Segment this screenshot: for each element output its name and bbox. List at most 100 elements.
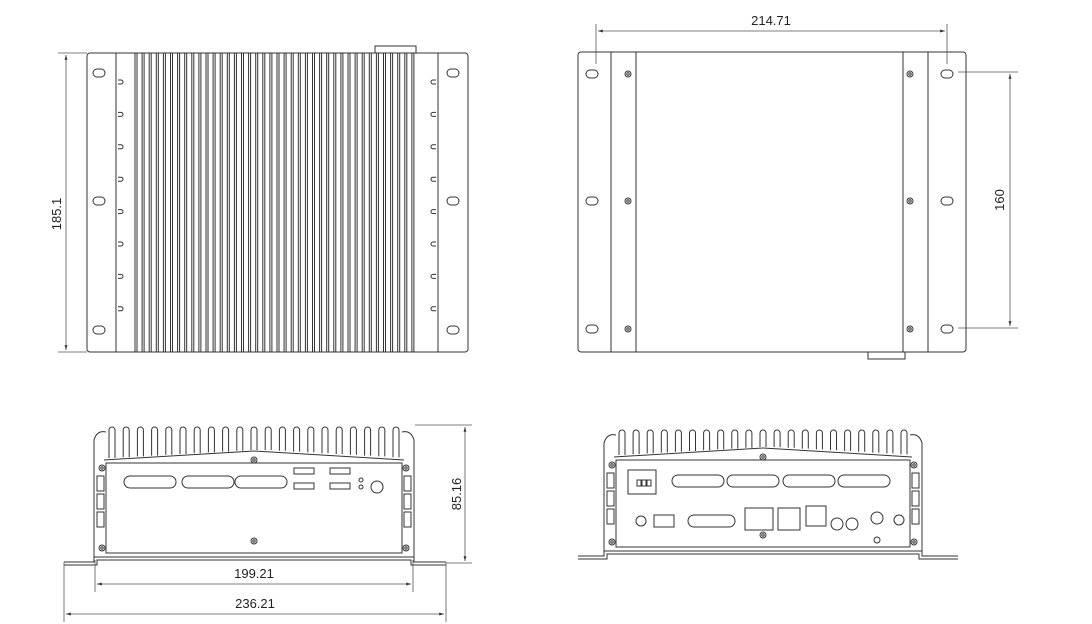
screw — [906, 70, 914, 78]
front-ports — [123, 467, 384, 494]
led — [358, 477, 364, 483]
side-bump — [118, 241, 124, 247]
rj45-port — [805, 505, 827, 527]
heatsink-fin — [193, 426, 201, 454]
terminal-pin — [636, 479, 642, 487]
heatsink-fin — [378, 426, 386, 457]
rear-chassis — [578, 429, 958, 560]
bottom-plate — [577, 51, 967, 353]
vent-slot — [911, 472, 920, 489]
screw-center — [252, 539, 256, 543]
screw — [250, 456, 258, 464]
mounting-slot — [446, 68, 460, 78]
vent-slot — [911, 508, 920, 525]
led — [358, 484, 364, 490]
heatsink-fin — [900, 429, 908, 455]
terminal-pin — [646, 479, 652, 487]
mounting-slot — [92, 196, 106, 206]
heatsink-fin — [250, 426, 258, 450]
heatsink-fin — [689, 429, 696, 451]
heatsink-fin — [392, 426, 400, 458]
dimension-label-199: 199.21 — [234, 566, 274, 581]
screw-center — [908, 199, 912, 203]
power-terminal — [627, 469, 657, 495]
right-rail — [902, 51, 929, 353]
heatsink-fin — [886, 429, 894, 454]
screw — [759, 453, 767, 461]
screw — [624, 70, 632, 78]
screw — [635, 515, 647, 527]
screw — [250, 537, 258, 545]
rear-view — [578, 429, 958, 560]
mounting-slot — [940, 69, 954, 79]
heatsink-fin — [872, 429, 880, 453]
heatsink-fin — [207, 426, 215, 453]
vent-slot — [96, 511, 105, 528]
side-bump — [430, 144, 436, 150]
mounting-flange — [64, 556, 446, 566]
heatsink-fin — [745, 429, 753, 448]
side-bump — [430, 273, 436, 279]
heatsink-fin — [122, 426, 130, 458]
screw-center — [626, 327, 630, 331]
fin-base — [613, 447, 913, 458]
mounting-slots — [92, 68, 460, 335]
heatsink-fin — [108, 426, 116, 458]
heatsink-fin — [844, 429, 852, 451]
usb-port — [293, 482, 315, 490]
usb-port — [329, 482, 351, 490]
screw-center — [626, 199, 630, 203]
heatsink-fin — [264, 426, 272, 450]
screw — [608, 538, 616, 546]
heatsink-fins — [134, 53, 415, 352]
vent-slot — [403, 475, 412, 492]
heatsink-fin — [773, 429, 781, 447]
bottom-view: 214.71 160 — [577, 13, 1018, 360]
screw-center — [912, 463, 916, 467]
vent-slot — [96, 475, 105, 492]
connector-tab — [374, 45, 417, 54]
dimension-label-85: 85.16 — [449, 478, 464, 511]
screw-center — [100, 546, 104, 550]
db9-port-3 — [234, 475, 288, 489]
heatsink-fin — [660, 429, 668, 453]
top-view: 185.1 — [49, 45, 469, 353]
screw-center — [761, 533, 765, 537]
mounting-slot — [585, 196, 599, 206]
heatsink-fin — [717, 429, 725, 450]
ground-screw — [873, 536, 881, 544]
mounting-slot — [585, 69, 599, 79]
dimension-label-160: 160 — [992, 189, 1007, 211]
dimension-label-185: 185.1 — [49, 198, 64, 231]
screw — [402, 544, 410, 552]
screw — [759, 531, 767, 539]
screw-center — [404, 466, 408, 470]
lan-port — [777, 507, 801, 531]
heatsink-fin — [321, 426, 329, 454]
vent-slot — [96, 493, 105, 510]
heatsink-fin — [293, 426, 301, 452]
side-bump — [118, 79, 124, 85]
screw — [98, 464, 106, 472]
vent-slot — [606, 472, 615, 489]
screw — [910, 461, 918, 469]
heatsink-fin — [364, 426, 372, 456]
heatsink-fin — [759, 429, 767, 447]
side-bump — [118, 273, 124, 279]
vent-slot — [403, 493, 412, 510]
dimension-label-236: 236.21 — [235, 596, 275, 611]
heatsink-fin — [632, 429, 640, 455]
vent-slot — [403, 511, 412, 528]
audio-jack — [830, 517, 844, 531]
screw — [402, 464, 410, 472]
mounting-slot — [940, 196, 954, 206]
side-bump — [118, 111, 124, 117]
side-bump — [430, 241, 436, 247]
front-chassis — [64, 426, 446, 566]
side-bump — [430, 209, 436, 215]
dimension-label-214: 214.71 — [751, 13, 791, 28]
heatsink-fin — [136, 426, 144, 457]
side-bump — [118, 176, 124, 182]
screw-center — [100, 466, 104, 470]
heatsink-fin — [731, 429, 739, 449]
